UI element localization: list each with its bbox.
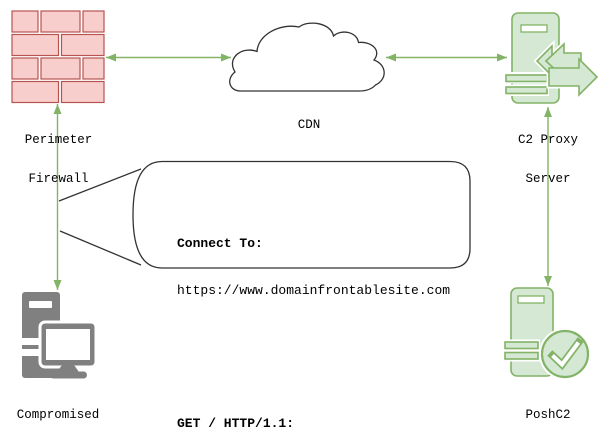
label-c2-proxy-server: C2 Proxy Server — [463, 108, 605, 212]
label-poshc2-server: PoshC2 Server — [463, 383, 605, 435]
callout-tail-bottom — [59, 230, 142, 266]
label-cdn: CDN — [224, 93, 394, 158]
label-line: Firewall — [28, 172, 89, 186]
label-line: Perimeter — [24, 133, 93, 147]
callout-bubble-outline — [132, 160, 471, 269]
callout-request-1: Connect To: https://www.domainfrontables… — [177, 205, 450, 329]
brick-wall-icon — [11, 10, 105, 104]
proxy-arrows-icon — [533, 38, 601, 102]
cloud-icon — [229, 22, 385, 92]
callout-tail-top — [58, 168, 142, 202]
label-line: CDN — [297, 118, 321, 132]
server-check-icon — [503, 287, 591, 380]
check-circle-icon — [539, 328, 591, 380]
desktop-computer-icon — [22, 292, 98, 379]
callout-request1-body: https://www.domainfrontablesite.com — [177, 282, 451, 298]
label-compromised-host: Compromised Host — [0, 383, 143, 435]
label-line: Server — [525, 172, 571, 186]
callout-request1-title: Connect To: — [177, 236, 263, 251]
label-perimeter-firewall: Perimeter Firewall — [0, 108, 144, 212]
callout-text: Connect To: https://www.domainfrontables… — [177, 174, 450, 435]
callout-request2-title: GET / HTTP/1.1: — [177, 416, 295, 431]
label-line: C2 Proxy — [517, 133, 578, 147]
proxy-server-icon — [504, 12, 601, 104]
label-line: Compromised — [16, 408, 100, 422]
callout-request-2: GET / HTTP/1.1: Host: my.cdn.com — [177, 385, 450, 435]
label-line: PoshC2 — [525, 408, 571, 422]
callout-bubble — [58, 160, 471, 269]
